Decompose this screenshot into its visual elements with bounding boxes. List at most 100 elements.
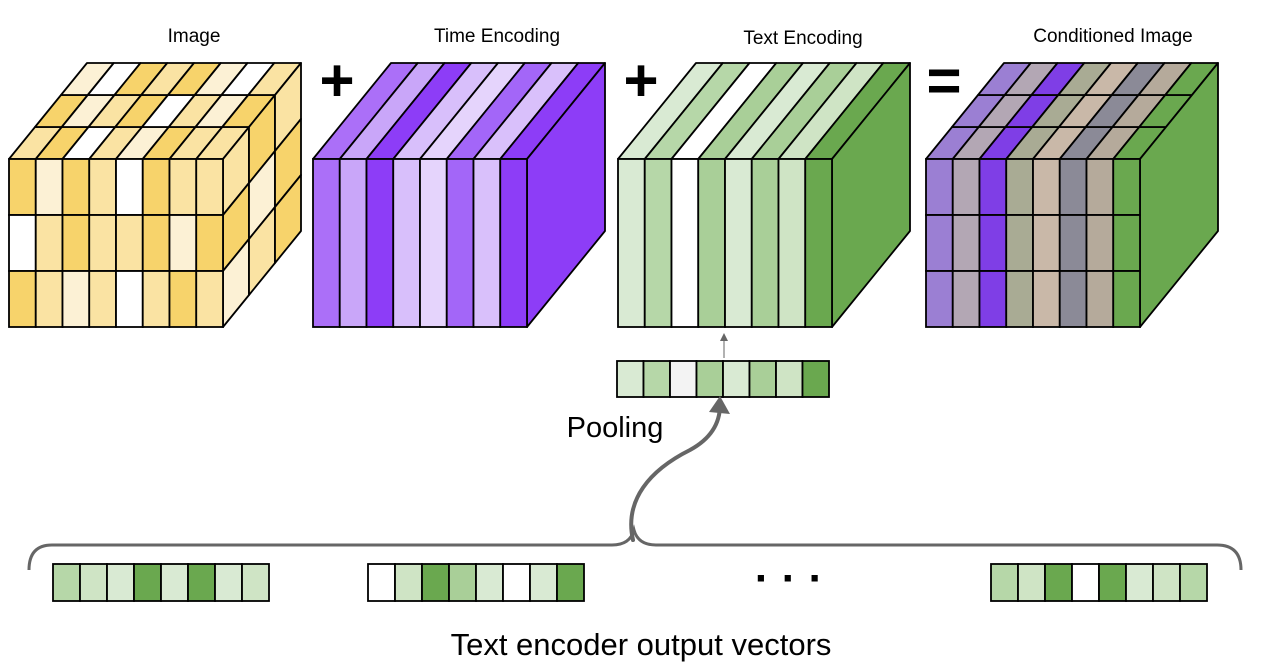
front-cell — [8, 214, 37, 272]
front-cell — [978, 270, 1008, 328]
front-cell — [88, 214, 117, 272]
output-vector-cell — [214, 563, 243, 602]
front-cell — [951, 158, 981, 216]
output-vectors-brace — [27, 524, 1243, 571]
front-strip — [697, 158, 726, 328]
pooled-vector-cell — [642, 360, 671, 398]
front-cell — [8, 158, 37, 216]
front-strip — [499, 158, 528, 328]
front-cell — [34, 214, 64, 272]
output-vector-cell — [1044, 563, 1073, 602]
front-cell — [141, 158, 171, 216]
front-cell — [115, 214, 144, 272]
output-vectors-label: Text encoder output vectors — [451, 627, 832, 662]
side-cell — [274, 174, 302, 264]
front-strip — [445, 158, 475, 328]
pooling-label: Pooling — [567, 412, 664, 444]
front-cell — [1005, 158, 1034, 216]
front-cell — [925, 270, 954, 328]
front-cell — [978, 214, 1008, 272]
output-vector-cell — [529, 563, 558, 602]
front-cell — [115, 158, 144, 216]
output-vector-cell — [990, 563, 1019, 602]
front-cell — [1085, 214, 1115, 272]
pooled-vector-cell — [801, 360, 830, 398]
output-vector-cell — [187, 563, 216, 602]
front-cell — [195, 158, 224, 216]
front-cell — [61, 270, 91, 328]
output-vector-cell — [52, 563, 81, 602]
front-cell — [1005, 270, 1034, 328]
front-strip — [419, 158, 448, 328]
front-cell — [1032, 214, 1061, 272]
output-vector-cell — [367, 563, 396, 602]
front-cell — [34, 158, 64, 216]
front-cell — [88, 158, 117, 216]
front-strip — [750, 158, 780, 328]
output-vector-cell — [421, 563, 450, 602]
ellipsis: · · · — [755, 554, 823, 603]
front-strip — [365, 158, 395, 328]
front-strip — [312, 158, 341, 328]
front-cell — [1112, 270, 1141, 328]
image-cube — [8, 62, 302, 328]
pooling-arrow — [629, 403, 722, 542]
front-strip — [472, 158, 502, 328]
front-strip — [804, 158, 833, 328]
front-strip — [724, 158, 753, 328]
output-vector-cell — [160, 563, 189, 602]
output-vector-cell — [241, 563, 270, 602]
output-vector-cell — [106, 563, 135, 602]
front-cell — [1058, 214, 1088, 272]
front-cell — [168, 158, 198, 216]
front-cell — [34, 270, 64, 328]
pooled-vector — [616, 360, 830, 398]
image-label: Image — [168, 26, 221, 47]
front-cell — [1085, 158, 1115, 216]
pooled-vector-cell — [669, 360, 698, 398]
output-vector-cell — [394, 563, 423, 602]
front-cell — [115, 270, 144, 328]
front-cell — [195, 214, 224, 272]
front-cell — [1032, 158, 1061, 216]
front-cell — [141, 214, 171, 272]
front-cell — [168, 270, 198, 328]
front-cell — [88, 270, 117, 328]
front-strip — [670, 158, 700, 328]
plus-operator: + — [623, 47, 658, 114]
front-cell — [1058, 270, 1088, 328]
conditioned-image-cube — [925, 62, 1219, 328]
output-vector-cell — [1098, 563, 1127, 602]
pooled-vector-cell — [616, 360, 645, 398]
output-vector-cell — [1125, 563, 1154, 602]
front-cell — [925, 158, 954, 216]
front-cell — [1112, 214, 1141, 272]
front-strip — [392, 158, 421, 328]
output-vector-cell — [502, 563, 531, 602]
output-vector-cell — [448, 563, 477, 602]
front-cell — [951, 270, 981, 328]
front-strip — [643, 158, 673, 328]
equals-operator: = — [926, 47, 961, 114]
front-cell — [951, 214, 981, 272]
front-cell — [1032, 270, 1061, 328]
output-vector-cell — [79, 563, 108, 602]
front-cell — [61, 158, 91, 216]
output-vectors — [52, 563, 1208, 602]
front-cell — [925, 214, 954, 272]
text-encoding-label: Text Encoding — [743, 28, 862, 49]
front-strip — [777, 158, 807, 328]
front-cell — [1085, 270, 1115, 328]
time-encoding-label: Time Encoding — [434, 26, 560, 47]
pooled-vector-cell — [775, 360, 804, 398]
output-vector-cell — [1071, 563, 1100, 602]
front-strip — [338, 158, 368, 328]
output-vector-cell — [475, 563, 504, 602]
time-encoding-cube — [312, 62, 606, 328]
output-vector-cell — [1152, 563, 1181, 602]
front-cell — [978, 158, 1008, 216]
front-strip — [617, 158, 646, 328]
pooling-arrowhead — [709, 396, 730, 414]
output-vector-cell — [133, 563, 162, 602]
pooled-vector-cell — [695, 360, 724, 398]
